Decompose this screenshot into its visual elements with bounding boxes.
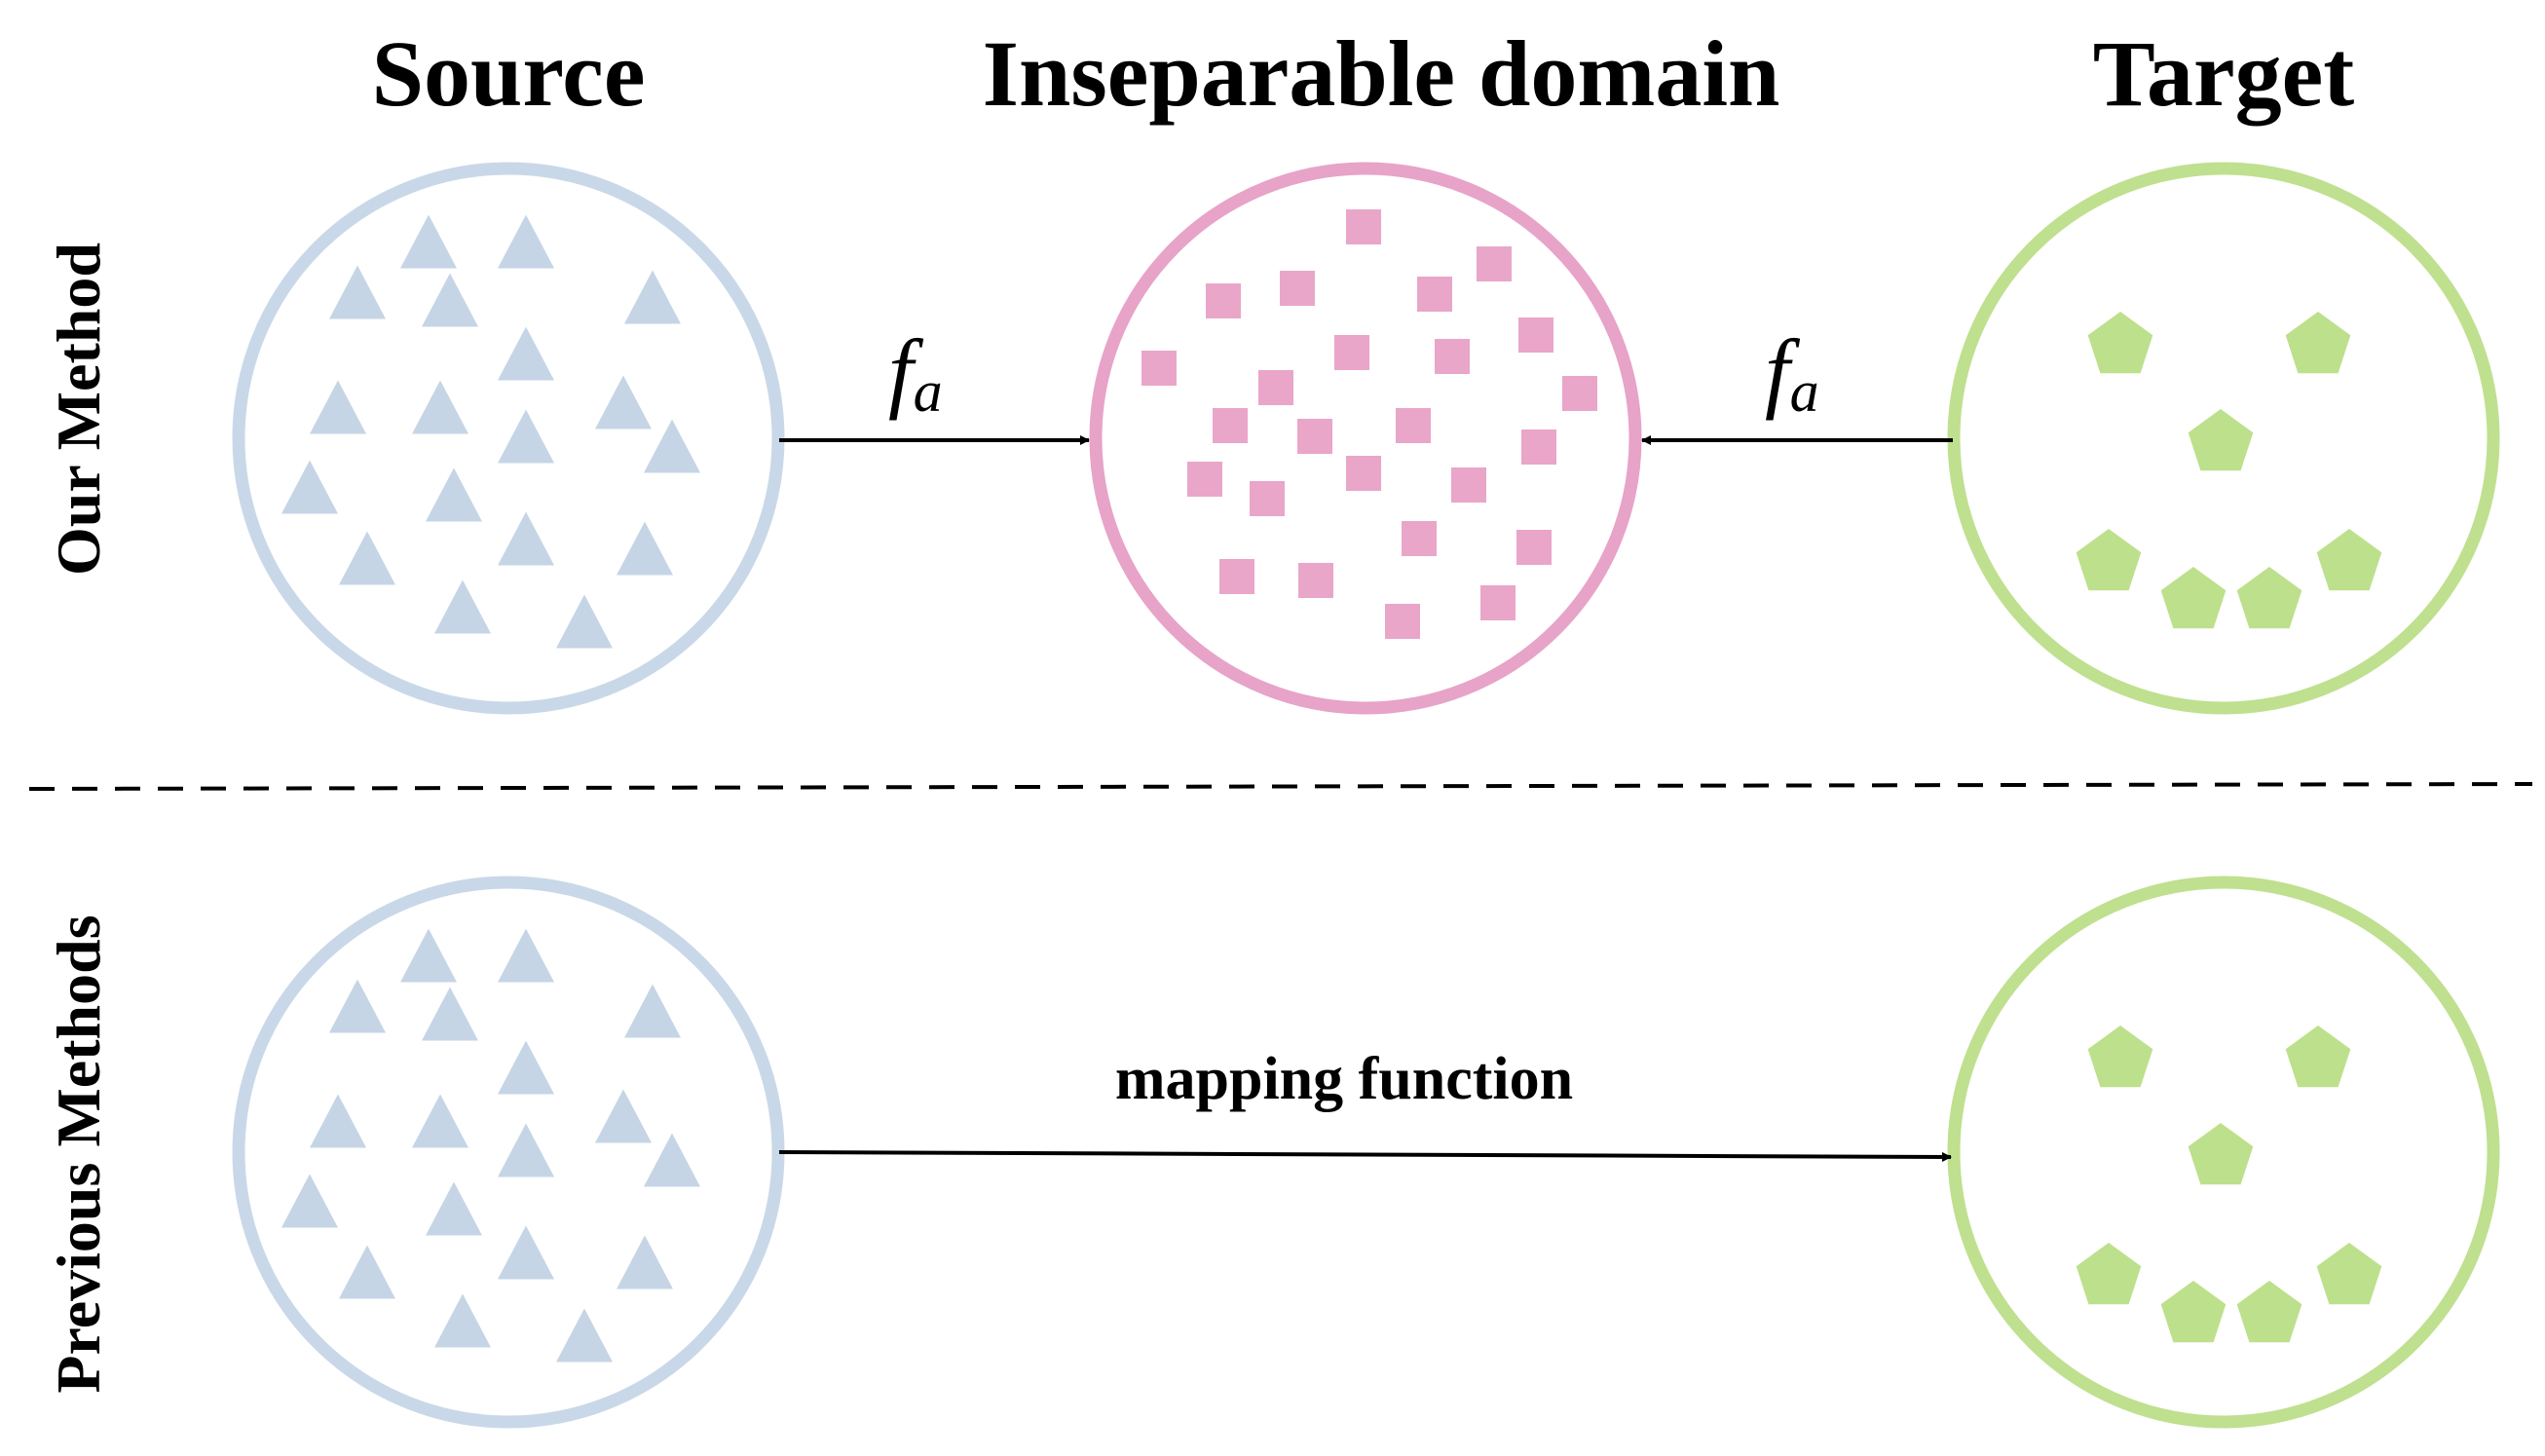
triangle-sample-icon [556,1308,613,1363]
source-domain-circle-bottom [232,876,785,1429]
triangle-sample-icon [329,979,386,1033]
triangle-sample-icon [422,987,478,1041]
square-sample-icon [1298,563,1333,598]
triangle-sample-icon [498,326,554,381]
triangle-sample-icon [617,1235,673,1289]
triangle-sample-icon [400,214,457,269]
pentagon-sample-icon [2285,312,2351,374]
target-domain-circle-bottom [1947,876,2500,1429]
square-sample-icon [1518,317,1553,353]
pentagon-sample-icon [2188,1123,2254,1185]
target-samples-top [2076,312,2382,629]
square-sample-icon [1142,351,1177,386]
square-sample-icon [1402,521,1437,556]
square-sample-icon [1480,585,1516,620]
square-sample-icon [1206,283,1241,318]
pentagon-sample-icon [2188,409,2254,471]
square-sample-icon [1521,429,1556,465]
square-sample-icon [1213,408,1248,443]
triangle-sample-icon [412,380,468,434]
row-label-our-method: Our Method [44,243,113,576]
inseparable-domain-circle [1089,162,1642,715]
triangle-sample-icon [281,460,338,514]
triangle-sample-icon [617,521,673,576]
triangle-sample-icon [422,273,478,327]
mapping-function-label: mapping function [1115,1046,1573,1112]
arrow-mapping-function [778,1150,1952,1162]
triangle-sample-icon [434,1293,491,1348]
triangle-sample-icon [400,928,457,983]
square-sample-icon [1435,339,1470,374]
triangle-sample-icon [498,1040,554,1095]
triangle-sample-icon [595,1089,652,1143]
triangle-sample-icon [498,1225,554,1280]
source-samples-bottom [281,928,700,1363]
square-sample-icon [1219,559,1254,594]
triangle-sample-icon [412,1094,468,1148]
pentagon-sample-icon [2160,1281,2227,1343]
triangle-sample-icon [310,380,366,434]
target-samples-bottom [2076,1026,2382,1343]
target-domain-circle-top [1947,162,2500,715]
square-sample-icon [1258,370,1293,405]
square-sample-icon [1396,408,1431,443]
triangle-sample-icon [556,594,613,649]
row-divider [28,782,2533,791]
triangle-sample-icon [498,409,554,464]
square-sample-icon [1562,376,1597,411]
pentagon-sample-icon [2076,1243,2142,1305]
row-label-previous-methods: Previous Methods [44,915,113,1393]
triangle-sample-icon [624,984,681,1038]
square-sample-icon [1187,462,1222,497]
pentagon-sample-icon [2316,1243,2382,1305]
triangle-sample-icon [426,1181,482,1236]
triangle-sample-icon [281,1174,338,1228]
triangle-sample-icon [329,265,386,319]
triangle-sample-icon [595,375,652,429]
square-sample-icon [1477,246,1512,281]
triangle-sample-icon [426,467,482,522]
header-target: Target [2093,21,2354,126]
square-sample-icon [1346,209,1381,244]
triangle-sample-icon [498,511,554,566]
triangle-sample-icon [498,928,554,983]
triangle-sample-icon [339,1245,395,1299]
pentagon-sample-icon [2316,529,2382,591]
pentagon-sample-icon [2236,1281,2302,1343]
header-inseparable-domain: Inseparable domain [983,21,1780,126]
triangle-sample-icon [624,270,681,324]
square-sample-icon [1280,271,1315,306]
pentagon-sample-icon [2087,1026,2153,1088]
pentagon-sample-icon [2160,567,2227,629]
square-sample-icon [1385,604,1420,639]
header-source: Source [372,21,646,126]
fa-label-right: fa [1765,321,1819,424]
pentagon-sample-icon [2236,567,2302,629]
triangle-sample-icon [644,1133,700,1187]
triangle-sample-icon [434,579,491,634]
pentagon-sample-icon [2087,312,2153,374]
triangle-sample-icon [310,1094,366,1148]
square-sample-icon [1250,481,1285,516]
square-sample-icon [1417,277,1452,312]
inseparable-samples [1142,209,1597,639]
square-sample-icon [1451,467,1486,503]
triangle-sample-icon [498,1123,554,1177]
triangle-sample-icon [644,419,700,473]
square-sample-icon [1297,419,1332,454]
square-sample-icon [1516,530,1552,565]
square-sample-icon [1334,335,1369,370]
triangle-sample-icon [339,531,395,585]
source-domain-circle-top [232,162,785,715]
pentagon-sample-icon [2076,529,2142,591]
source-samples-top [281,214,700,649]
square-sample-icon [1346,456,1381,491]
pentagon-sample-icon [2285,1026,2351,1088]
fa-label-left: fa [888,321,943,424]
triangle-sample-icon [498,214,554,269]
